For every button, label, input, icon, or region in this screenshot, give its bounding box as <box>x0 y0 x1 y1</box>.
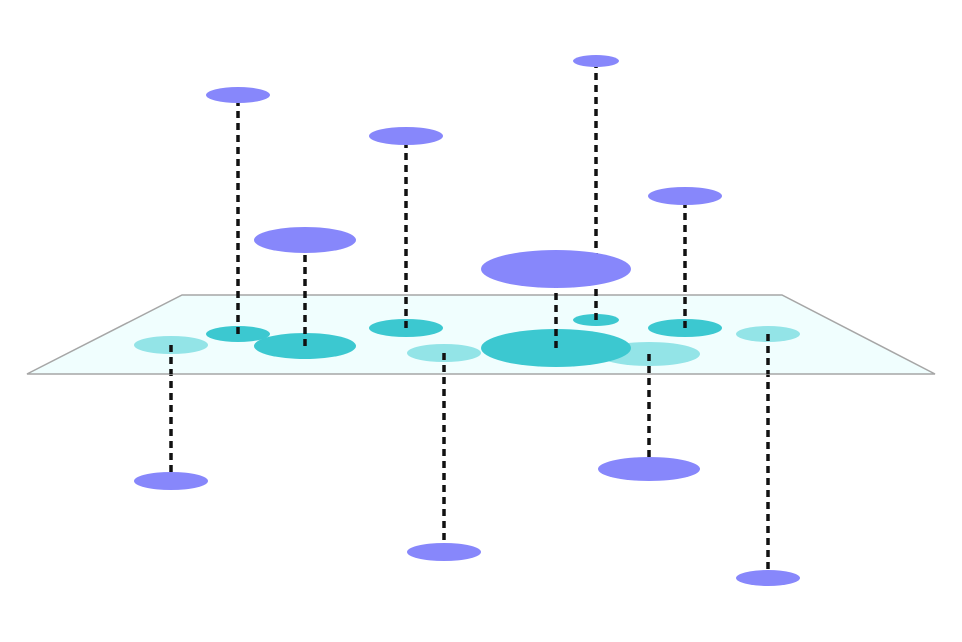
reference-plane <box>26 294 936 375</box>
point-above-plane-a4 <box>481 250 631 288</box>
point-below-plane-b2 <box>407 543 481 561</box>
below-plane-points <box>134 457 800 586</box>
point-above-plane-a3 <box>369 127 443 145</box>
point-below-plane-b4 <box>736 570 800 586</box>
point-above-plane-a6 <box>648 187 722 205</box>
point-above-plane-a2 <box>254 227 356 253</box>
point-below-plane-b3 <box>598 457 700 481</box>
point-above-plane-a5 <box>573 55 619 67</box>
point-above-plane-a1 <box>206 87 270 103</box>
above-plane-connectors <box>169 61 770 374</box>
above-plane-points <box>206 55 722 288</box>
point-below-plane-b1 <box>134 472 208 490</box>
